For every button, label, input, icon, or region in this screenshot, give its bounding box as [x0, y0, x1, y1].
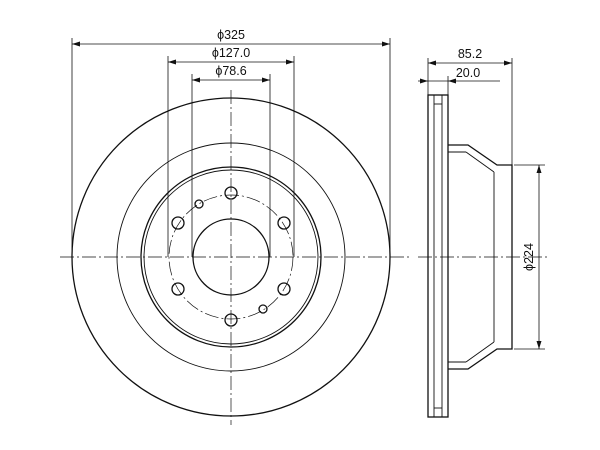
arrowhead: [428, 60, 436, 66]
front-view: [60, 90, 410, 425]
side-view: [418, 94, 548, 418]
bolt-hole: [171, 216, 185, 230]
hat-diameter-label: ϕ224: [522, 243, 536, 271]
arrowhead: [192, 77, 200, 83]
locating-hole: [258, 304, 268, 314]
bolt-hole: [224, 186, 238, 200]
disc-width-label: 20.0: [456, 66, 480, 80]
arrowhead: [420, 78, 428, 84]
total-width-label: 85.2: [458, 47, 482, 61]
arrowhead: [504, 60, 512, 66]
hat-step-edge: [143, 169, 319, 345]
front-dimensions: ϕ325 ϕ127.0 ϕ78.6: [71, 28, 391, 257]
center-bore: [192, 218, 270, 296]
side-dimensions: 85.2 20.0 ϕ224: [418, 47, 545, 350]
bolt-hole: [277, 282, 291, 296]
hat-inner-edge: [465, 341, 495, 363]
bolt-circle-diameter-label: ϕ127.0: [212, 46, 250, 60]
bolt-pitch-circle: [168, 194, 294, 320]
hat-outer-edge: [140, 166, 322, 348]
bolt-hole: [277, 216, 291, 230]
arrowhead: [382, 41, 390, 47]
arrowhead: [536, 341, 542, 349]
arrowhead: [262, 77, 270, 83]
outer-diameter-label: ϕ325: [217, 28, 245, 42]
center-bore-diameter-label: ϕ78.6: [215, 64, 246, 78]
friction-ring: [427, 94, 449, 418]
arrowhead: [536, 165, 542, 173]
bolt-hole: [171, 282, 185, 296]
hat-profile: [448, 144, 513, 370]
friction-ring-inner-edge: [116, 142, 346, 372]
locating-hole: [194, 199, 204, 209]
arrowhead: [448, 78, 456, 84]
arrowhead: [286, 59, 294, 65]
hat-inner-edge: [465, 151, 495, 173]
bolt-hole: [224, 313, 238, 327]
arrowhead: [72, 41, 80, 47]
arrowhead: [168, 59, 176, 65]
